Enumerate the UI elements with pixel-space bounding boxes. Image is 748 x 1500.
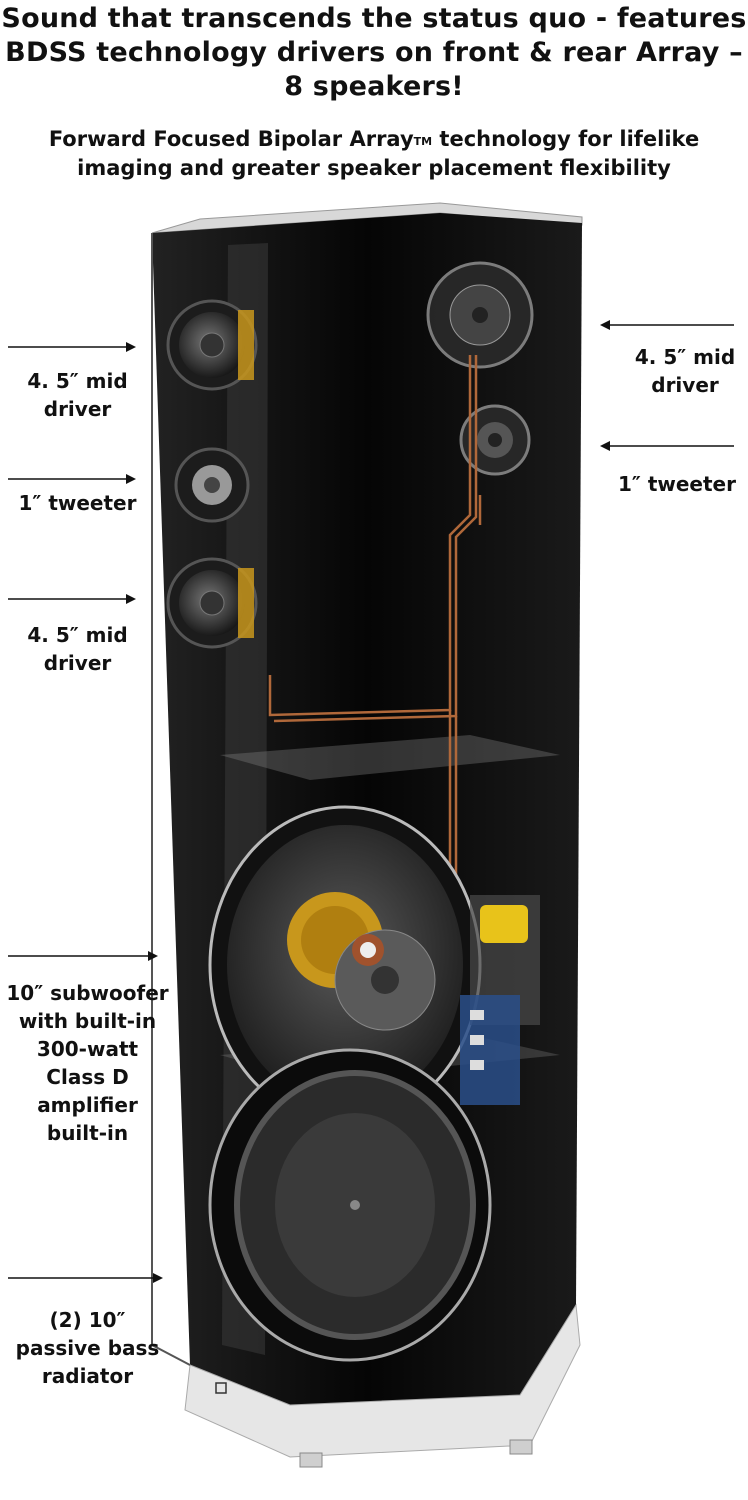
foot [509,1439,533,1455]
amplifier-board [460,895,540,1105]
rear-tweeter [459,404,531,476]
label-front-mid-top: 4. 5″ mid driver [27,369,128,421]
front-mid-driver-bottom [166,557,258,649]
foot [299,1452,323,1468]
label-subwoofer: 10″ subwoofer with built-in 300-watt Cla… [6,981,169,1145]
label-bass-radiator: (2) 10″ passive bass radiator [15,1308,160,1388]
arrow-rear-mid [600,320,734,330]
headline-line-3: 8 speakers! [284,71,464,102]
logo-badge [215,1382,227,1394]
label-front-mid-bottom: 4. 5″ mid driver [27,623,128,675]
rear-mid-driver [426,261,534,369]
passive-bass-radiator [208,1048,492,1362]
subheadline-part-2: technology for lifelike [432,127,700,151]
subheadline-line-2: imaging and greater speaker placement fl… [77,156,671,180]
arrow-front-mid-bottom [8,594,136,604]
headline-line-2: BDSS technology drivers on front & rear … [5,37,743,68]
label-front-tweeter: 1″ tweeter [18,491,137,515]
cabinet-base [184,1303,581,1458]
subheadline-part-1: Forward Focused Bipolar Array [48,127,414,151]
speaker-cutaway-illustration [151,202,583,1468]
front-tweeter [174,447,250,523]
subwoofer-driver [208,805,482,1125]
label-rear-mid: 4. 5″ mid driver [634,345,736,397]
subheadline: Forward Focused Bipolar ArrayTM technolo… [0,125,748,183]
cabinet-front-edge [151,233,191,1366]
internal-shelf [220,735,560,780]
arrow-bass-radiator [8,1273,163,1283]
subheadline-line-1: Forward Focused Bipolar ArrayTM technolo… [0,125,748,154]
headline: Sound that transcends the status quo - f… [0,2,748,104]
trademark-symbol: TM [413,135,433,148]
arrow-rear-tweeter [600,441,734,451]
arrow-front-mid-top [8,342,136,352]
label-rear-tweeter: 1″ tweeter [618,472,736,496]
headline-line-1: Sound that transcends the status quo - f… [1,3,747,34]
front-mid-driver-top [166,299,258,391]
arrow-subwoofer [8,951,158,961]
arrow-front-tweeter [8,474,136,484]
